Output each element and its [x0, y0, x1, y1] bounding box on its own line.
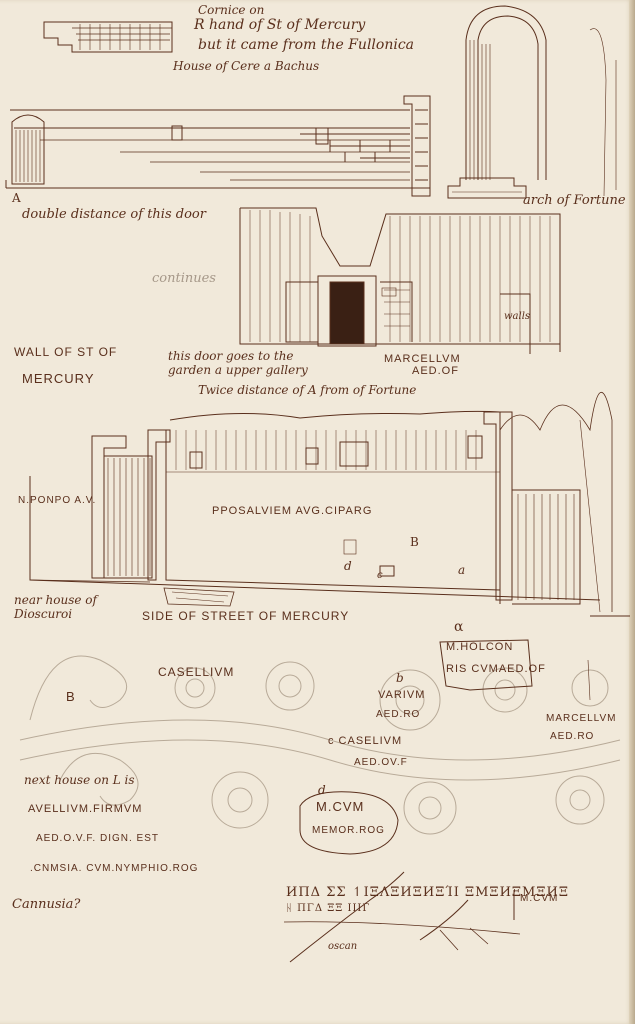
mcvm-line1: M.CVM — [316, 799, 365, 814]
continues-label: continues — [152, 271, 216, 286]
c-casellium-line1: c CASELIVM — [328, 735, 403, 747]
m-holcon-line2: RIS CVMAED.OF — [446, 663, 546, 675]
small-b2-mark: b — [396, 671, 404, 685]
next-house-note: next house on L is — [24, 773, 135, 787]
wall-a-sketch — [5, 95, 431, 197]
arch-of-fortune-label: arch of Fortune — [523, 193, 626, 208]
varium-line2: AED.RO — [376, 709, 421, 720]
marcellum-line1: MARCELLVM — [546, 713, 617, 724]
cornice-note-line4: House of Cere a Bachus — [173, 59, 320, 73]
cannusia-note: Cannusia? — [12, 897, 81, 912]
c-casellium-line2: AED.OV.F — [354, 757, 408, 768]
avellium-line1: AVELLIVM.FIRMVM — [28, 803, 143, 815]
cornice-note-line1: Cornice on — [198, 3, 265, 17]
middle-wall-sketch — [239, 207, 561, 354]
marcellum-aed-line2: AED.OF — [412, 365, 459, 377]
m-holcon-box — [439, 639, 533, 691]
label-a: A — [12, 191, 21, 205]
street-side-sketch — [29, 392, 630, 617]
alpha-mark: α — [454, 619, 464, 635]
page-binding-edge — [629, 0, 635, 1024]
cornice-note-line3: but it came from the Fullonica — [198, 37, 415, 53]
small-c-mark: c — [377, 570, 383, 581]
walls-label: walls — [504, 311, 531, 322]
marcellum-aed-line1: MARCELLVM — [384, 353, 461, 365]
cornice-note-line2: R hand of St of Mercury — [194, 17, 366, 33]
small-a-mark: a — [458, 563, 466, 577]
casellium-top: CASELLIVM — [158, 665, 235, 679]
arch-of-fortune-sketch — [447, 5, 617, 199]
oscan-inscription-sub: ᚺ ΠΓΔ ΞΞ ΙΙΙΓ — [286, 903, 371, 914]
small-d-mark: d — [344, 559, 352, 573]
wall-of-st-line2: MERCURY — [22, 371, 95, 386]
door-note-line2: garden a upper gallery — [168, 363, 308, 377]
near-house-line2: Dioscuroi — [14, 607, 73, 621]
mcvm-box — [299, 791, 399, 855]
varium-line1: VARIVM — [378, 689, 426, 701]
big-b-mark: B — [66, 689, 76, 704]
door-note-line1: this door goes to the — [168, 349, 294, 363]
m-holcon-line1: M.HOLCON — [446, 641, 514, 653]
pposaltiem-inscription: PPOSALVIEM AVG.CIPARG — [212, 505, 373, 517]
avellium-line3: .CNMSIA. CVM.NYMPHIO.ROG — [30, 863, 199, 874]
oscan-label: oscan — [328, 941, 358, 952]
near-house-line1: near house of — [14, 593, 97, 607]
double-distance-note: double distance of this door — [22, 207, 206, 222]
wall-of-st-line1: WALL OF ST OF — [14, 345, 118, 359]
avellium-line2: AED.O.V.F. DIGN. EST — [36, 833, 159, 844]
twice-distance-note: Twice distance of A from of Fortune — [198, 383, 417, 397]
n-ponpo-inscription: N.PONPO A.V. — [18, 495, 97, 506]
oscan-inscription: ИΠΔ ΣΣ ↿ΙΞΛΞИΞИΞΊΙ ΞΜΞИΞΜΞИΞ — [286, 885, 569, 900]
small-d2-mark: d — [318, 783, 326, 797]
marcellum-line2: AED.RO — [550, 731, 595, 742]
mcvm-right: M.CVM — [520, 893, 559, 904]
small-b-mark: B — [410, 535, 419, 549]
side-of-street-caption: SIDE OF STREET OF MERCURY — [142, 609, 350, 623]
faint-scroll-pattern — [19, 655, 621, 835]
cornice-sketch — [43, 21, 173, 53]
mcvm-line2: MEMOR.ROG — [312, 825, 385, 836]
